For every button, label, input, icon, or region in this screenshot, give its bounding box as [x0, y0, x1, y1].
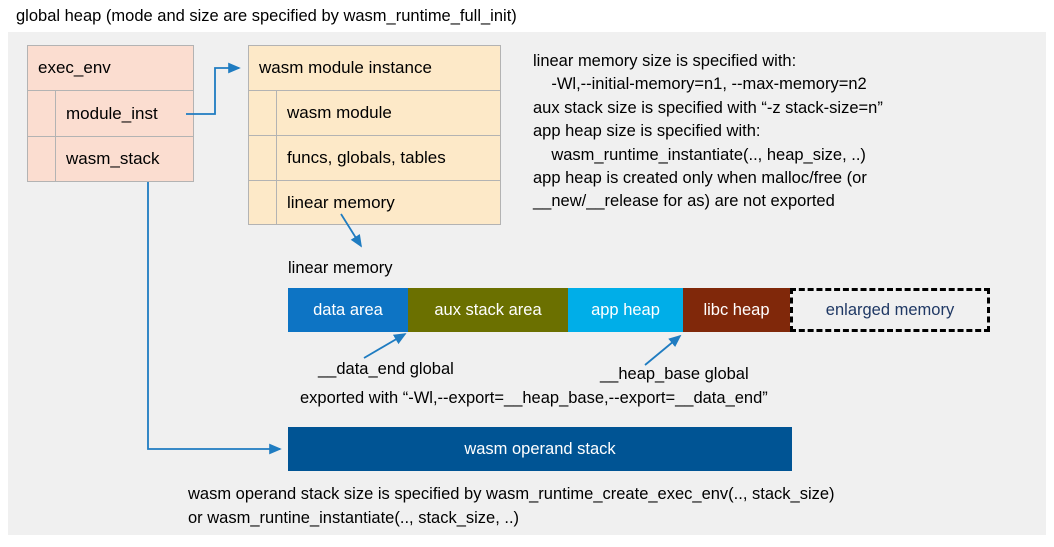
memory-segment-app-heap: app heap: [568, 288, 683, 332]
memory-segment-label-enlarged-memory: enlarged memory: [825, 300, 955, 319]
exec-env-field-label-module-inst: module_inst: [66, 103, 158, 123]
module-instance-header-row: wasm module instance: [249, 46, 500, 91]
exec-env-field-module-inst: module_inst: [28, 91, 193, 137]
memory-segment-label-aux-stack-area: aux stack area: [434, 300, 542, 319]
exec-env-header-row: exec_env: [28, 46, 193, 91]
wasm-operand-stack-label: wasm operand stack: [464, 439, 616, 458]
memory-segment-data-area: data area: [288, 288, 408, 332]
module-instance-field-label-linear-memory: linear memory: [287, 192, 395, 212]
module-instance-field-wasm-module: wasm module: [249, 91, 500, 136]
memory-segment-label-libc-heap: libc heap: [703, 300, 770, 319]
exec-env-indent-gutter-1: [28, 91, 56, 136]
memory-segment-aux-stack-area: aux stack area: [408, 288, 568, 332]
module-instance-field-funcs-globals-tables: funcs, globals, tables: [249, 136, 500, 181]
exec-env-field-label-wasm-stack: wasm_stack: [66, 149, 160, 168]
annotation-data-end: __data_end global: [318, 360, 454, 378]
module-instance-header-label: wasm module instance: [259, 58, 432, 77]
exec-env-header-label: exec_env: [38, 58, 111, 77]
exec-env-indent-gutter-2: [28, 137, 56, 181]
linear-memory-notes: linear memory size is specified with: -W…: [533, 52, 883, 211]
module-instance-indent-gutter-2: [249, 136, 277, 180]
module-instance-field-label-funcs-globals-tables: funcs, globals, tables: [287, 148, 446, 167]
operand-stack-notes: wasm operand stack size is specified by …: [188, 485, 835, 527]
module-instance-indent-gutter-3: [249, 181, 277, 224]
annotation-exported-with: exported with “-Wl,--export=__heap_base,…: [300, 389, 768, 407]
memory-segment-libc-heap: libc heap: [683, 288, 790, 332]
module-instance-field-label-wasm-module: wasm module: [287, 103, 392, 122]
module-instance-field-linear-memory: linear memory: [249, 181, 500, 224]
linear-memory-bar-caption: linear memory: [288, 259, 393, 277]
memory-segment-label-app-heap: app heap: [591, 300, 660, 319]
memory-segment-enlarged-memory: enlarged memory: [790, 288, 990, 332]
wasm-operand-stack-box: wasm operand stack: [288, 427, 792, 471]
memory-segment-label-data-area: data area: [313, 300, 383, 319]
page-title: global heap (mode and size are specified…: [16, 7, 517, 25]
annotation-heap-base: __heap_base global: [600, 365, 749, 383]
exec-env-field-wasm-stack: wasm_stack: [28, 137, 193, 181]
module-instance-indent-gutter-1: [249, 91, 277, 135]
